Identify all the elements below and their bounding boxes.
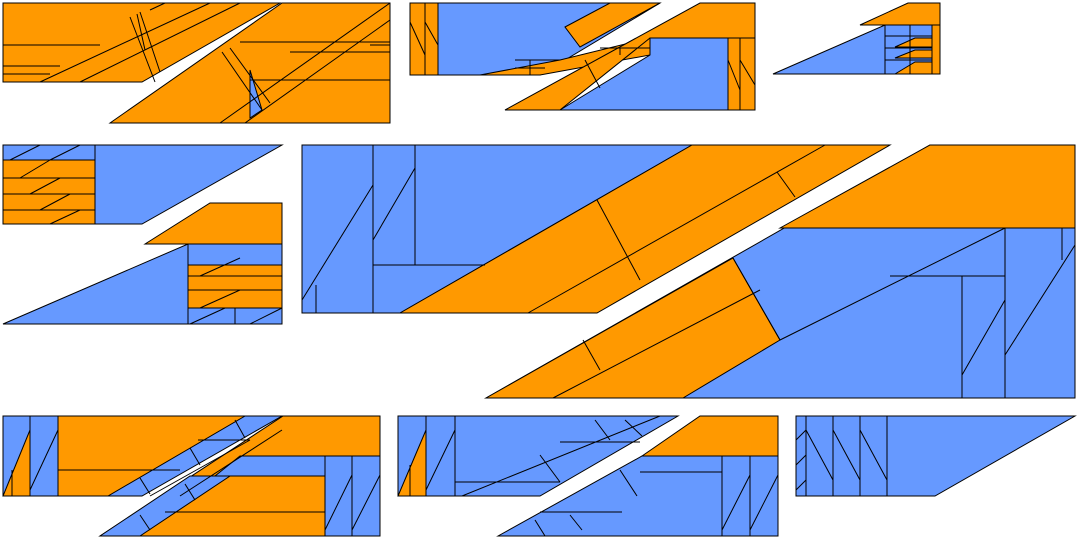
figure-2	[409, 2, 756, 111]
cut-line	[739, 59, 756, 86]
cut-line	[619, 469, 638, 497]
shape-piece	[558, 37, 729, 111]
shape-piece	[931, 24, 941, 75]
cut-line	[372, 167, 416, 241]
cut-line	[424, 21, 439, 46]
shape-piece	[894, 37, 933, 48]
cut-line	[184, 483, 196, 501]
shape-piece	[398, 144, 892, 314]
cut-line	[219, 2, 391, 124]
cut-line	[569, 514, 583, 531]
cut-line	[832, 429, 861, 481]
cut-line	[749, 474, 779, 531]
shape-piece	[2, 2, 282, 83]
cut-line	[721, 474, 751, 531]
figure-6	[2, 415, 381, 537]
cut-line	[539, 454, 561, 483]
cut-line	[9, 144, 41, 161]
cut-line	[249, 307, 283, 325]
cut-line	[136, 13, 146, 51]
cut-line	[351, 474, 381, 531]
cut-line	[49, 209, 81, 225]
cut-line	[189, 307, 226, 325]
cut-line	[732, 257, 781, 341]
cut-line	[805, 429, 834, 481]
shape-piece	[2, 243, 189, 325]
shape-piece	[795, 415, 1077, 497]
cut-line	[596, 199, 641, 281]
cut-line	[189, 447, 201, 466]
cut-line	[149, 439, 251, 497]
cut-line	[139, 514, 151, 531]
cut-line	[961, 299, 1006, 376]
cut-line	[199, 257, 241, 277]
cut-line	[19, 159, 51, 179]
cut-line	[584, 59, 601, 89]
cut-line	[29, 177, 61, 195]
cut-line	[149, 2, 166, 11]
cut-line	[859, 429, 888, 481]
shape-piece	[187, 264, 283, 277]
shape-piece	[2, 144, 96, 161]
cut-line	[527, 144, 826, 314]
cut-line	[727, 59, 741, 91]
cut-line	[425, 429, 456, 491]
figure-7	[397, 415, 779, 537]
cut-line	[1004, 244, 1076, 356]
shape-piece	[397, 415, 680, 497]
cut-line	[534, 519, 546, 537]
cut-line	[552, 289, 761, 399]
cut-line	[179, 429, 283, 497]
figure-4	[2, 144, 284, 325]
cut-line	[795, 479, 807, 491]
cut-line	[324, 474, 353, 531]
shape-piece	[564, 2, 661, 48]
figure-8	[795, 415, 1077, 497]
cut-line	[461, 415, 661, 497]
cut-line	[221, 51, 263, 111]
shape-piece	[409, 2, 439, 76]
cut-line	[582, 339, 601, 371]
shape-piece	[727, 37, 756, 111]
cut-line	[624, 419, 643, 437]
cut-line	[234, 419, 246, 439]
cut-line	[39, 2, 211, 83]
cut-line	[795, 454, 807, 466]
cut-line	[776, 171, 796, 198]
cut-line	[779, 227, 1006, 341]
cut-line	[244, 19, 391, 124]
cut-line	[301, 184, 374, 301]
cut-line	[409, 21, 426, 56]
shape-piece	[893, 61, 933, 75]
figure-1	[2, 2, 391, 124]
cut-line	[199, 289, 241, 309]
cut-line	[49, 144, 81, 161]
shape-piece	[772, 24, 886, 75]
cut-line	[29, 429, 59, 491]
shape-piece	[859, 2, 941, 26]
shape-piece	[2, 159, 96, 225]
figure-5	[301, 144, 1076, 399]
cut-line	[229, 47, 271, 104]
shape-piece	[778, 144, 1076, 229]
cut-line	[795, 429, 807, 441]
cut-line	[79, 2, 241, 83]
figure-3	[772, 2, 941, 75]
cut-line	[39, 193, 71, 211]
cut-line	[139, 11, 161, 73]
cut-line	[129, 16, 156, 83]
cut-line	[139, 477, 151, 495]
shape-piece	[894, 49, 933, 59]
cut-line	[594, 419, 611, 441]
